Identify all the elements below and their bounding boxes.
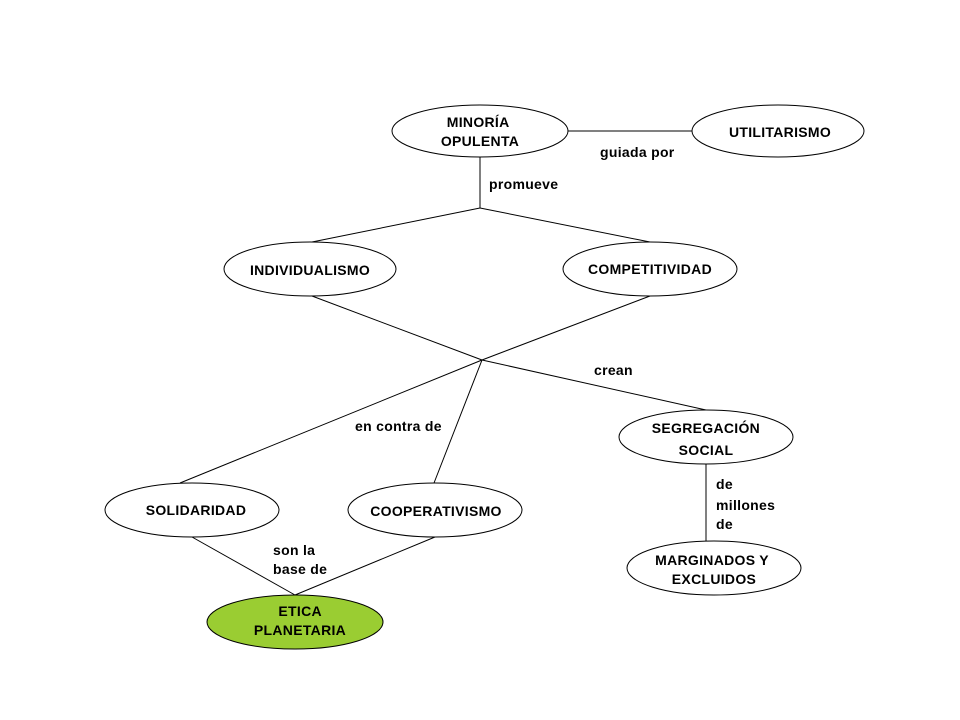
edge-label-de-millones-de: de millones de — [716, 476, 779, 532]
edge-label-crean: crean — [594, 362, 633, 378]
edge-label-line: de — [716, 516, 733, 532]
node-individualismo: INDIVIDUALISMO — [223, 241, 397, 297]
node-label-line: EXCLUIDOS — [672, 571, 756, 587]
svg-text:UTILITARISMO: UTILITARISMO — [729, 124, 831, 140]
node-ellipse-highlight — [206, 594, 384, 650]
node-marginados-excluidos: MARGINADOS Y EXCLUIDOS — [626, 540, 802, 596]
node-competitividad: COMPETITIVIDAD — [562, 241, 738, 297]
edge-promueve-competitividad — [479, 207, 651, 243]
edge-label-line: de — [716, 476, 733, 492]
svg-text:INDIVIDUALISMO: INDIVIDUALISMO — [250, 262, 370, 278]
edge-label-line: guiada por — [600, 144, 675, 160]
node-ellipse — [104, 482, 280, 538]
node-segregacion-social: SEGREGACIÓN SOCIAL — [618, 409, 794, 465]
edge-label-promueve: promueve — [489, 176, 558, 192]
edge-hub-cooperativismo — [433, 359, 483, 484]
edge-label-line: millones — [716, 497, 775, 513]
edge-promueve-individualismo — [311, 207, 481, 243]
edge-labels: guiada por promueve crean en contra de d… — [273, 144, 779, 577]
node-label-line: UTILITARISMO — [729, 124, 831, 140]
node-label-line: SOCIAL — [679, 442, 734, 458]
node-label-line: MINORÍA — [447, 114, 509, 130]
svg-text:MINORÍA OPULENTA: MINORÍA OPULENTA — [441, 114, 519, 149]
edge-hub-segregacion — [481, 359, 707, 411]
edge-solidaridad-etica — [191, 536, 296, 596]
node-ellipse — [223, 241, 397, 297]
node-minoria-opulenta: MINORÍA OPULENTA — [391, 104, 569, 158]
connectors — [179, 130, 707, 596]
edge-label-guiada-por: guiada por — [600, 144, 675, 160]
node-cooperativismo: COOPERATIVISMO — [347, 482, 523, 538]
node-ellipse — [347, 482, 523, 538]
edge-label-son-la-base-de: son la base de — [273, 542, 327, 577]
svg-text:SOLIDARIDAD: SOLIDARIDAD — [146, 502, 247, 518]
svg-text:ETICA PLANETARIA: ETICA PLANETARIA — [254, 603, 346, 638]
node-label-line: INDIVIDUALISMO — [250, 262, 370, 278]
node-ellipse — [562, 241, 738, 297]
node-label-line: MARGINADOS Y — [655, 552, 769, 568]
node-label-line: COOPERATIVISMO — [370, 503, 502, 519]
node-label-line: PLANETARIA — [254, 622, 346, 638]
node-utilitarismo: UTILITARISMO — [691, 104, 865, 158]
edge-label-line: base de — [273, 561, 327, 577]
node-label-line: ETICA — [278, 603, 321, 619]
svg-text:COOPERATIVISMO: COOPERATIVISMO — [370, 503, 502, 519]
node-label-line: OPULENTA — [441, 133, 519, 149]
edge-label-line: crean — [594, 362, 633, 378]
node-ellipse — [626, 540, 802, 596]
node-label-line: COMPETITIVIDAD — [588, 261, 712, 277]
node-ellipse — [618, 409, 794, 465]
edge-label-en-contra-de: en contra de — [355, 418, 442, 434]
svg-text:MARGINADOS Y EXCLUIDOS: MARGINADOS Y EXCLUIDOS — [655, 552, 773, 587]
node-ellipse — [691, 104, 865, 158]
svg-text:SEGREGACIÓN SOCIAL: SEGREGACIÓN SOCIAL — [652, 419, 765, 458]
node-solidaridad: SOLIDARIDAD — [104, 482, 280, 538]
svg-text:COMPETITIVIDAD: COMPETITIVIDAD — [588, 261, 712, 277]
edge-individualismo-hub — [311, 295, 483, 361]
node-label-line: SEGREGACIÓN — [652, 419, 760, 436]
edge-competitividad-hub — [481, 295, 651, 361]
edge-hub-solidaridad — [179, 359, 483, 484]
node-ellipse — [391, 104, 569, 158]
node-label-line: SOLIDARIDAD — [146, 502, 247, 518]
edge-cooperativismo-etica — [294, 536, 436, 596]
node-etica-planetaria: ETICA PLANETARIA — [206, 594, 384, 650]
edge-label-line: promueve — [489, 176, 558, 192]
edge-label-line: son la — [273, 542, 315, 558]
edge-label-line: en contra de — [355, 418, 442, 434]
